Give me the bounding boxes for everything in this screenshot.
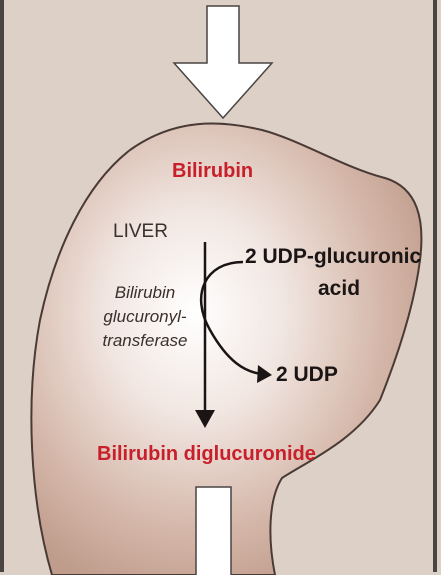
udp-label: 2 UDP	[276, 363, 338, 386]
udp-glucuronic-label-line2: acid	[318, 277, 361, 300]
udp-glucuronic-label-line1: 2 UDP-glucuronic	[245, 245, 422, 268]
enzyme-label: Bilirubin glucuronyl- transferase	[86, 281, 204, 353]
reaction-arrowhead	[195, 410, 215, 428]
organ-label: LIVER	[113, 221, 168, 242]
cofactor-arrowhead	[257, 365, 272, 383]
product-label: Bilirubin diglucuronide	[97, 443, 316, 465]
cofactor-curve-arrow	[199, 260, 263, 376]
inflow-arrow	[172, 5, 274, 120]
enzyme-line-3: transferase	[102, 331, 188, 350]
enzyme-line-1: Bilirubin	[114, 283, 176, 302]
enzyme-line-2: glucuronyl-	[103, 307, 187, 326]
outflow-arrow	[195, 486, 232, 575]
liver-shape	[30, 122, 423, 575]
bilirubin-label: Bilirubin	[172, 160, 254, 182]
